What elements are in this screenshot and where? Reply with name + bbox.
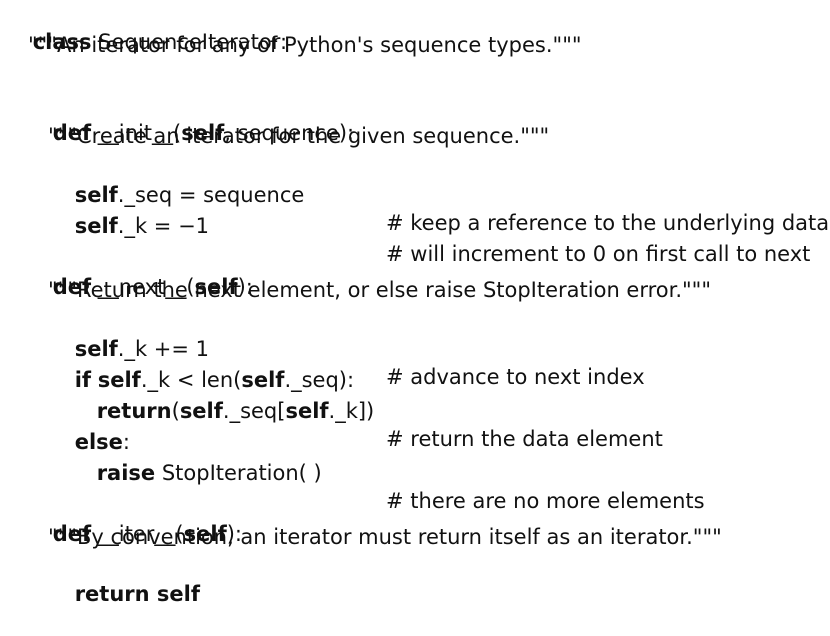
index-expr: ._seq[ [222, 399, 286, 423]
init-line-1: self._seq = sequence # keep a reference … [48, 153, 830, 235]
init-def: def __init__(self, sequence): [26, 91, 354, 145]
colon: : [122, 430, 130, 454]
index-end: ._k]) [328, 399, 375, 423]
params-rest: , sequence): [224, 121, 355, 145]
iter-docstring: """By convention, an iterator must retur… [48, 525, 722, 549]
comment: # advance to next index [386, 365, 645, 389]
paren: ( [171, 399, 180, 423]
def-keyword: def [52, 121, 92, 145]
next-line-3: return(self._seq[self._k]) # return the … [70, 369, 830, 451]
self-param: self [183, 522, 227, 546]
def-keyword: def [52, 522, 92, 546]
method-name: __next__( [91, 275, 195, 299]
comment: # there are no more elements [386, 489, 705, 513]
comment: # keep a reference to the underlying dat… [386, 211, 830, 235]
else-keyword: else [74, 430, 123, 454]
code-listing: class SequenceIterator: """An iterator f… [6, 0, 830, 606]
if-keyword: if [74, 368, 92, 392]
self-ref: self [74, 214, 118, 238]
def-keyword: def [52, 275, 92, 299]
raise-keyword: raise [96, 461, 156, 485]
class-keyword: class [32, 30, 92, 54]
init-line-2: self._k = −1 # will increment to 0 on fi… [48, 184, 830, 266]
class-name: SequenceIterator: [91, 30, 288, 54]
statement: ._k = −1 [117, 214, 210, 238]
statement: ._k += 1 [117, 337, 210, 361]
iter-def: def __iter__(self): [26, 492, 242, 546]
comment: # return the data element [386, 427, 663, 451]
self-ref: self [179, 399, 223, 423]
next-docstring: """Return the next element, or else rais… [48, 278, 711, 302]
condition: ._k < len( [140, 368, 242, 392]
next-line-2: if self._k < len(self._seq): [48, 338, 354, 392]
self-param: self [181, 121, 225, 145]
class-docstring: """An iterator for any of Python's seque… [28, 33, 582, 57]
params-rest: ): [237, 275, 253, 299]
comment: # will increment to 0 on first call to n… [386, 242, 811, 266]
next-line-5: raise StopIteration( ) # there are no mo… [70, 431, 830, 513]
condition-end: ._seq): [284, 368, 355, 392]
statement: ._seq = sequence [117, 183, 305, 207]
class-declaration: class SequenceIterator: [6, 0, 287, 54]
init-docstring: """Create an iterator for the given sequ… [48, 124, 550, 148]
iter-line-1: return self [48, 552, 200, 606]
next-def: def __next__(self): [26, 245, 253, 299]
return-keyword: return self [74, 582, 200, 606]
next-line-1: self._k += 1 # advance to next index [48, 307, 830, 389]
next-line-4: else: [48, 400, 130, 454]
return-keyword: return [96, 399, 172, 423]
params-rest: ): [226, 522, 242, 546]
self-param: self [194, 275, 238, 299]
method-name: __init__( [91, 121, 182, 145]
statement: StopIteration( ) [155, 461, 322, 485]
method-name: __iter__( [91, 522, 184, 546]
self-ref: self [74, 183, 118, 207]
self-ref: self [74, 337, 118, 361]
self-ref: self [97, 368, 141, 392]
self-ref: self [241, 368, 285, 392]
self-ref: self [285, 399, 329, 423]
